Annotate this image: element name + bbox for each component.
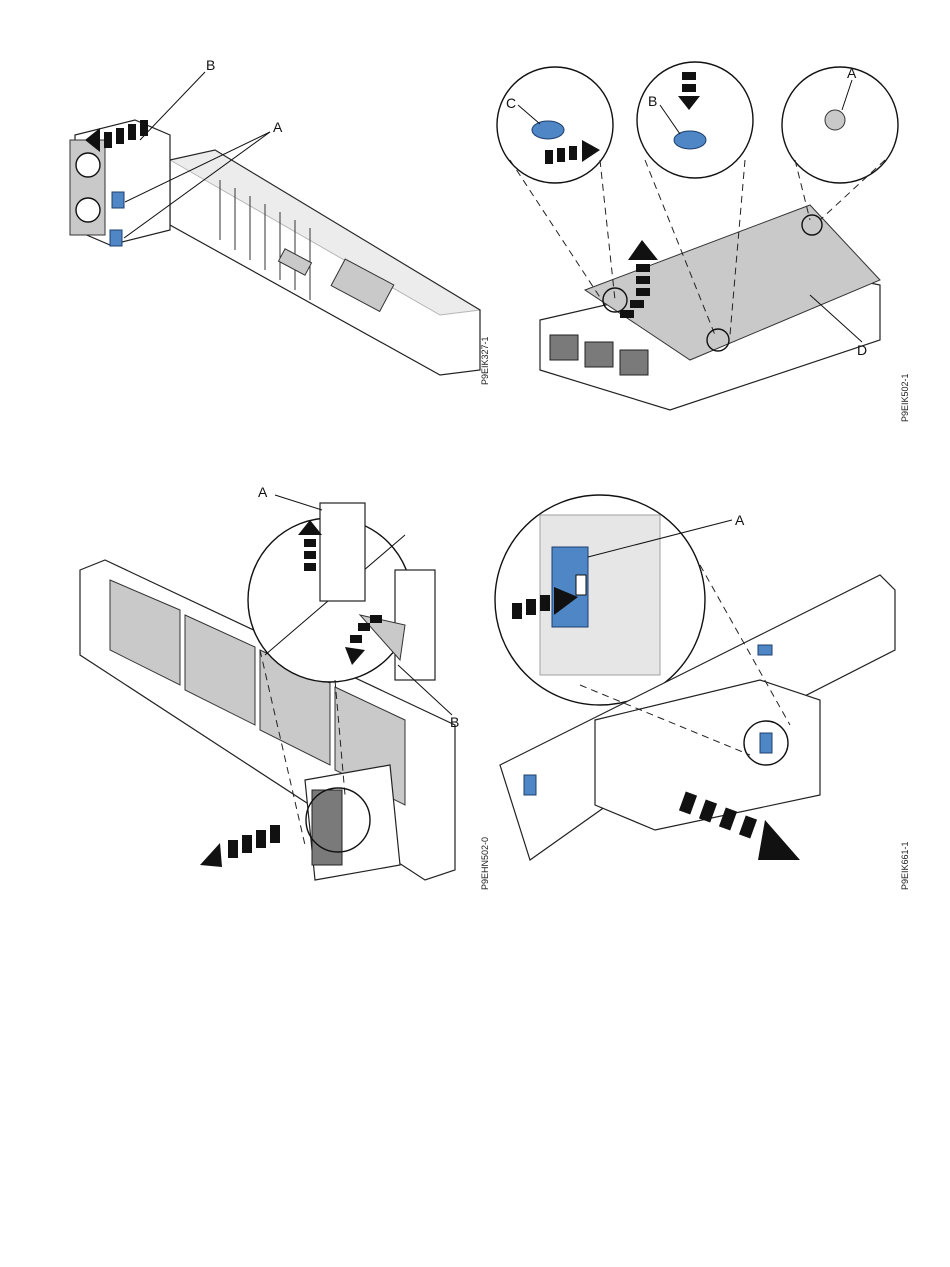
callout-a: A [258, 484, 268, 500]
figure-id: P9EIK502-1 [900, 373, 910, 422]
callout-a: A [273, 119, 283, 135]
left-latch [524, 775, 536, 795]
pull-out-arrow-icon [200, 825, 280, 867]
figure-id: P9EHN502-0 [480, 837, 490, 890]
lock-a [825, 110, 845, 130]
latch-c [532, 121, 564, 139]
latch-b [674, 131, 706, 149]
latch-slot [576, 575, 586, 595]
callout-a: A [735, 512, 745, 528]
release-latch-upper [112, 192, 124, 208]
callout-b: B [206, 57, 215, 73]
figure-id: P9EIK661-1 [900, 841, 910, 890]
fan-latch-closed [320, 503, 365, 601]
panel-top-left: B A P9EIK327-1 [40, 40, 490, 400]
panel-bottom-right: A P9EIK661-1 [490, 475, 910, 895]
figure-id: P9EIK327-1 [480, 336, 490, 385]
callout-b: B [648, 93, 657, 109]
callout-c: C [506, 95, 516, 111]
callout-d: D [857, 342, 867, 358]
release-latch-lower [110, 230, 122, 246]
fan-handle [312, 790, 342, 865]
psu-latch [760, 733, 772, 753]
panel-top-right: C B A D P9EIK502-1 [490, 50, 910, 430]
callout-b: B [450, 714, 459, 730]
panel-bottom-left: A B P9EHN502-0 [60, 475, 500, 895]
callout-a: A [847, 65, 857, 81]
right-latch [758, 645, 772, 655]
